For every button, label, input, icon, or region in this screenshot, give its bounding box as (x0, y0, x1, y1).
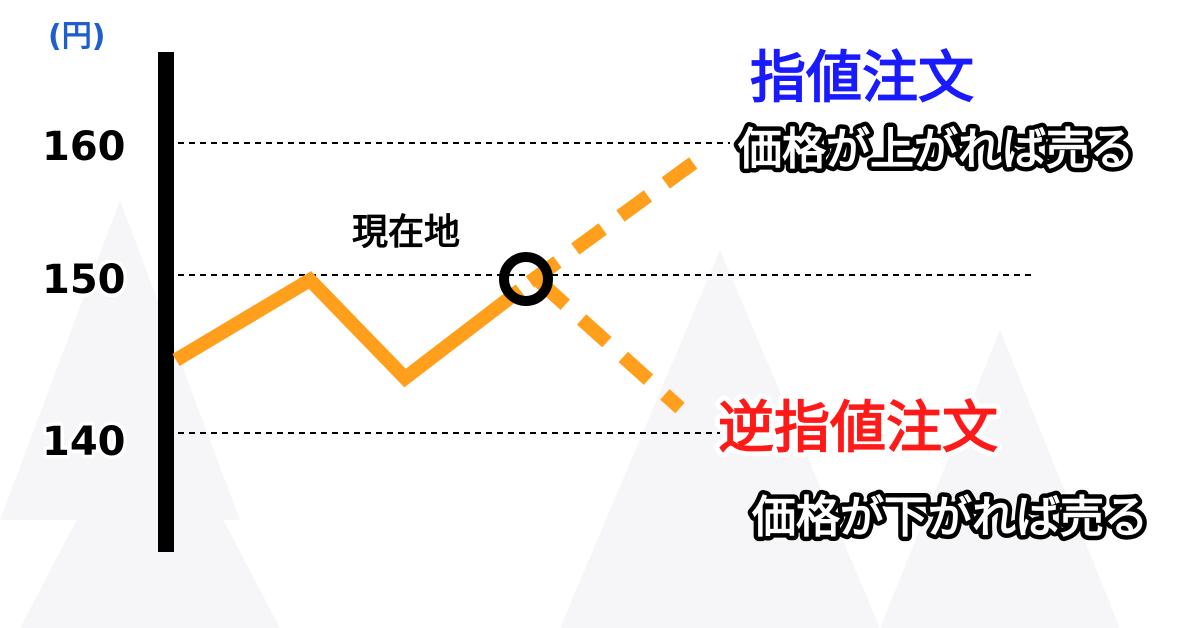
tick-label-160: 160 (42, 124, 126, 170)
stop-order-description: 価格が下がれば売る (751, 492, 1148, 543)
unit-label: (円) (48, 19, 105, 54)
limit-order-title: 指値注文 (750, 46, 974, 111)
y-axis-bar (158, 52, 174, 552)
projection-down-line (535, 276, 685, 414)
stop-order-title: 逆指値注文 (718, 396, 998, 461)
tick-label-140: 140 (42, 419, 126, 465)
current-position-label: 現在地 (352, 212, 460, 253)
current-position-marker (499, 252, 553, 306)
background-decoration (0, 200, 1120, 628)
price-line (172, 271, 525, 388)
projection-up-line (525, 152, 705, 288)
tick-label-150: 150 (42, 257, 126, 303)
limit-order-description: 価格が上がれば売る (737, 124, 1134, 175)
